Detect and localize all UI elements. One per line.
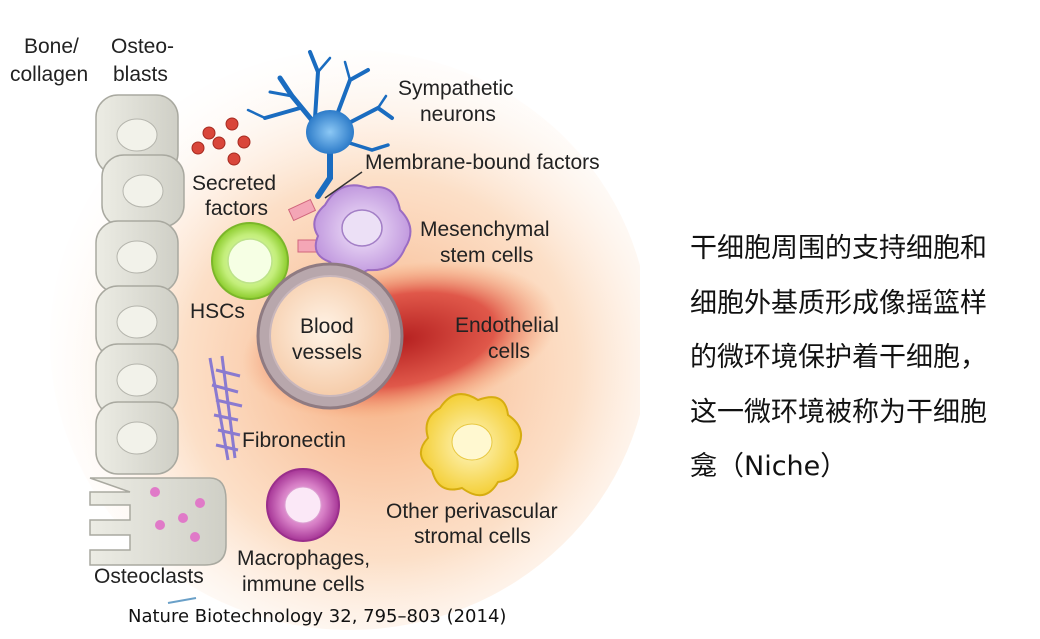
sympathetic-neuron <box>246 50 394 199</box>
mesenchymal-stem-cell <box>313 184 412 276</box>
osteoclast-cell <box>89 477 227 566</box>
osteoblast-column <box>95 94 185 475</box>
label-endothelial-2: cells <box>488 340 530 363</box>
label-blood-2: vessels <box>292 341 362 364</box>
label-osteoclasts: Osteoclasts <box>94 565 204 588</box>
neuron-cell-body <box>306 110 354 154</box>
description-line-2: 细胞外基质形成像摇篮样 <box>690 287 987 319</box>
label-mesenchymal-2: stem cells <box>440 244 533 267</box>
label-secreted-1: Secreted <box>192 172 276 195</box>
membrane-pointer <box>324 171 363 199</box>
description-line-4: 这一微环境被称为干细胞 <box>690 396 987 428</box>
decorative-line <box>167 597 197 604</box>
label-hscs: HSCs <box>190 300 245 323</box>
perivascular-stromal-cell <box>420 393 523 497</box>
label-osteoblasts-1: Osteo- <box>111 35 174 58</box>
hsc-cell <box>211 222 289 300</box>
fibronectin-fibers <box>208 355 243 461</box>
stem-cell-niche-diagram: Bone/ collagen Osteo- blasts Sympathetic… <box>10 35 640 630</box>
label-mesenchymal-1: Mesenchymal <box>420 218 550 241</box>
niche-description: 干细胞周围的支持细胞和 细胞外基质形成像摇篮样 的微环境保护着干细胞， 这一微环… <box>690 222 1035 495</box>
label-membrane-bound: Membrane-bound factors <box>365 151 600 174</box>
label-macrophages-1: Macrophages, <box>237 547 370 570</box>
blood-vessel <box>241 261 559 419</box>
label-macrophages-2: immune cells <box>242 573 365 596</box>
description-line-1: 干细胞周围的支持细胞和 <box>690 233 987 264</box>
label-bone-collagen-2: collagen <box>10 63 88 86</box>
label-bone-collagen-1: Bone/ <box>24 35 79 58</box>
label-blood-1: Blood <box>300 315 354 338</box>
description-line-3: 的微环境保护着干细胞， <box>690 342 987 373</box>
secreted-factor-dots <box>191 117 251 166</box>
label-endothelial-1: Endothelial <box>455 314 559 337</box>
label-secreted-2: factors <box>205 197 268 220</box>
label-osteoblasts-2: blasts <box>113 63 168 86</box>
label-other-1: Other perivascular <box>386 500 558 523</box>
label-sympathetic-2: neurons <box>420 103 496 126</box>
description-line-5: 龛（Niche） <box>690 451 848 482</box>
membrane-factor-1 <box>287 198 317 222</box>
label-sympathetic-1: Sympathetic <box>398 77 514 100</box>
macrophage-cell <box>266 468 340 542</box>
citation: Nature Biotechnology 32, 795–803 (2014) <box>128 606 507 627</box>
label-fibronectin: Fibronectin <box>242 429 346 452</box>
label-other-2: stromal cells <box>414 525 531 548</box>
